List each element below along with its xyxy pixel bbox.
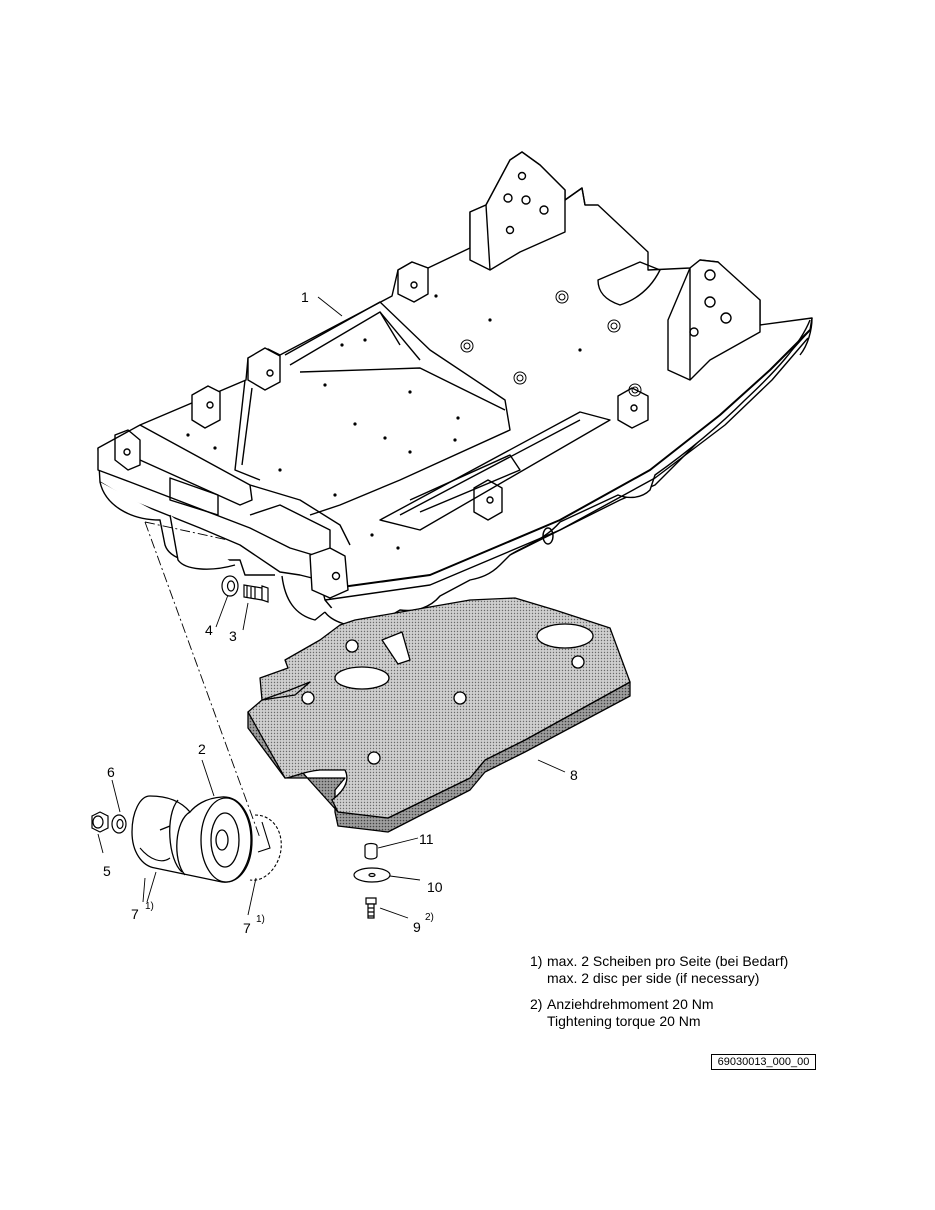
callout-11: 11	[419, 831, 434, 847]
footnote-number: 1)	[530, 953, 543, 969]
footnotes: 1)max. 2 Scheiben pro Seite (bei Bedarf)…	[530, 953, 788, 1039]
callout-10: 10	[427, 879, 443, 895]
callout-2: 2	[198, 741, 206, 757]
rubber-mount-part-2	[131, 795, 253, 883]
drawing-reference-number: 69030013_000_00	[711, 1054, 816, 1070]
nut-part-5	[91, 811, 109, 833]
footnote-text-german: max. 2 Scheiben pro Seite (bei Bedarf)	[547, 953, 789, 969]
footnote-2: 2)Anziehdrehmoment 20 Nm Tightening torq…	[530, 996, 788, 1030]
bush-part-11	[364, 842, 378, 860]
bolt-part-3	[243, 584, 269, 603]
washer-part-10	[353, 867, 391, 883]
callout-5: 5	[103, 863, 111, 879]
footnote-text-german: Anziehdrehmoment 20 Nm	[547, 996, 714, 1012]
callout-7b-note-ref: 1)	[256, 914, 265, 925]
callout-7a: 7	[131, 906, 139, 922]
callout-7b: 7	[243, 920, 251, 936]
frame-part-1	[97, 151, 813, 627]
spacer-discs-part-7	[139, 814, 282, 881]
callout-7a-note-ref: 1)	[145, 901, 154, 912]
callout-9: 9	[413, 919, 421, 935]
footnote-number: 2)	[530, 996, 543, 1012]
callout-8: 8	[570, 767, 578, 783]
bolt-part-9	[365, 897, 377, 919]
callout-9-note-ref: 2)	[425, 912, 434, 923]
callout-6: 6	[107, 764, 115, 780]
washer-part-6	[111, 814, 127, 834]
footnote-1: 1)max. 2 Scheiben pro Seite (bei Bedarf)…	[530, 953, 788, 987]
footnote-text-english: max. 2 disc per side (if necessary)	[547, 970, 760, 986]
washer-part-4	[221, 575, 239, 597]
callout-4: 4	[205, 622, 213, 638]
skid-plate-part-8	[247, 597, 631, 833]
callout-1: 1	[301, 289, 309, 305]
callout-3: 3	[229, 628, 237, 644]
footnote-text-english: Tightening torque 20 Nm	[547, 1013, 701, 1029]
